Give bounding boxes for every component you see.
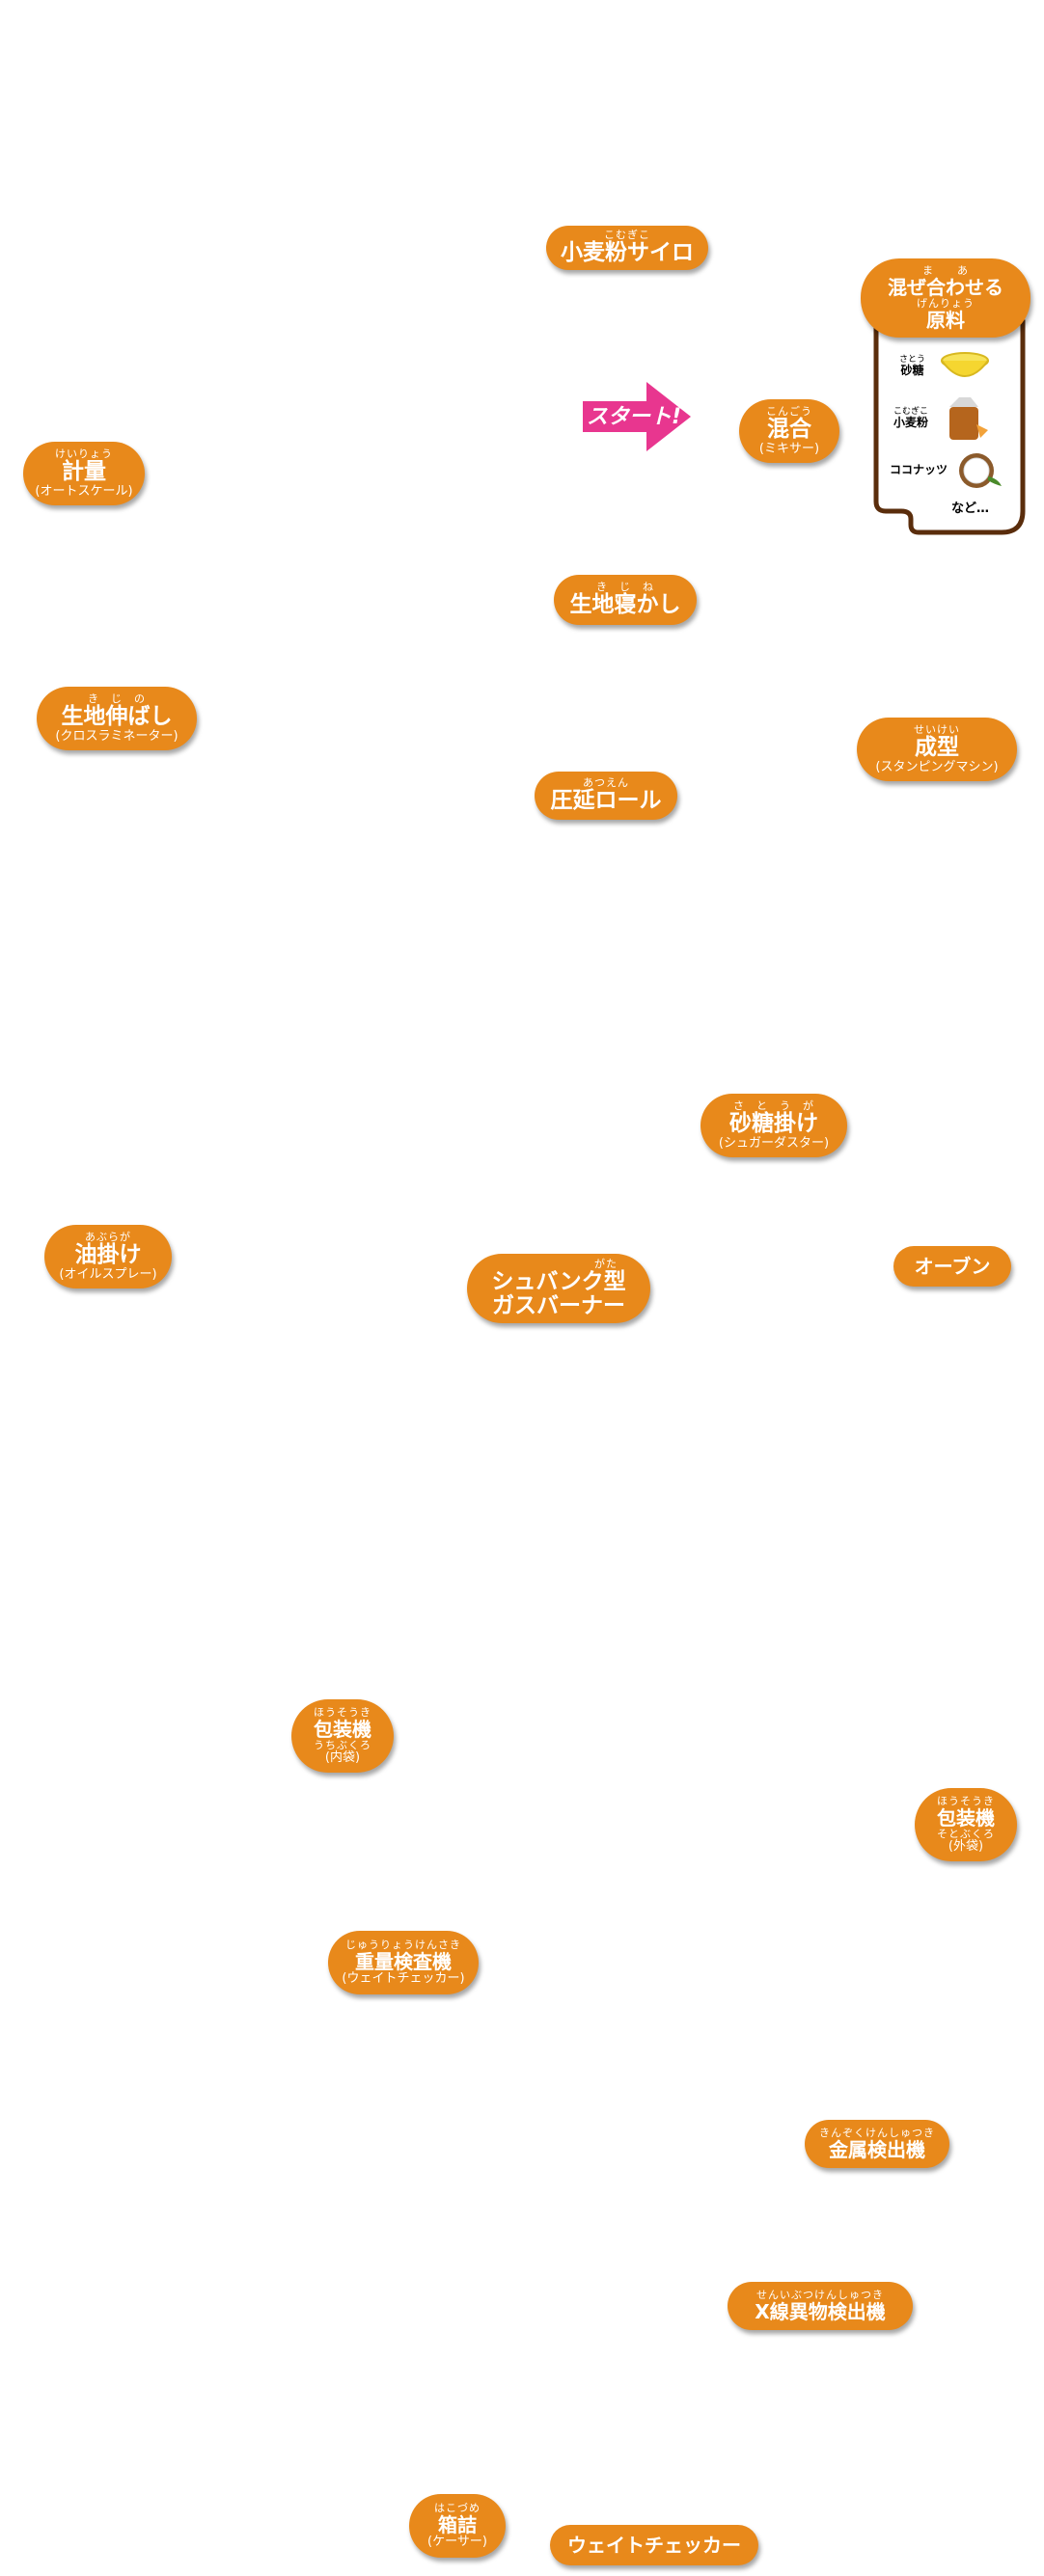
node-label: 砂糖掛け: [729, 1111, 818, 1137]
ingredient-name: 小麦粉: [893, 416, 929, 430]
node-label: 原料: [926, 309, 965, 333]
ingredient-name: ココナッツ: [890, 463, 948, 477]
node-ruby: き じ の: [88, 692, 146, 706]
node-ruby: あぶらが: [85, 1231, 131, 1244]
node-label: 小麦粉サイロ: [561, 240, 694, 266]
node-metal-detector[interactable]: きんぞくけんしゅつき 金属検出機: [805, 2120, 949, 2168]
node-ruby: はこづめ: [434, 2501, 481, 2514]
node-sub: (オイルスプレー): [59, 1266, 157, 1282]
node-ruby: ほうそうき: [314, 1705, 371, 1719]
node-ruby: げんりょう: [917, 297, 975, 310]
node-flour-silo[interactable]: こむぎこ 小麦粉サイロ: [546, 226, 708, 270]
node-ruby: こんごう: [766, 405, 812, 419]
node-label: 混合: [767, 417, 811, 443]
node-label: 箱詰: [438, 2512, 477, 2536]
node-label: 生地寝かし: [569, 592, 681, 618]
node-sheeting[interactable]: き じ の 生地伸ばし (クロスラミネーター): [37, 687, 197, 750]
node-label: 包装機: [937, 1805, 995, 1830]
sugar-bowl-icon: [941, 352, 990, 377]
ingredients-more: など…: [951, 502, 990, 516]
node-ruby: ほうそうき: [937, 1794, 995, 1807]
ingredient-ruby: さとう: [899, 354, 926, 365]
node-forming[interactable]: せいけい 成型 (スタンピングマシン): [857, 718, 1017, 781]
node-burner[interactable]: がた シュバンク型 ガスバーナー: [467, 1254, 650, 1323]
node-label: 油掛け: [74, 1242, 142, 1268]
node-oven[interactable]: オーブン: [893, 1246, 1011, 1287]
node-label: 金属検出機: [829, 2138, 925, 2162]
node-xray[interactable]: せんいぶつけんしゅつき X線異物検出機: [728, 2282, 913, 2330]
start-label: スタート!: [587, 405, 681, 429]
ingredient-name: 砂糖: [900, 364, 924, 378]
node-sugaring[interactable]: さ と う が 砂糖掛け (シュガーダスター): [701, 1094, 847, 1157]
node-outer-pack[interactable]: ほうそうき 包装機 そとぶくろ (外袋): [915, 1788, 1017, 1861]
node-sub: (クロスラミネーター): [55, 728, 179, 744]
node-inner-pack[interactable]: ほうそうき 包装機 うちぶくろ (内袋): [291, 1699, 394, 1773]
node-ruby: せんいぶつけんしゅつき: [756, 2288, 884, 2301]
node-ruby: じゅうりょうけんさき: [345, 1938, 461, 1951]
node-label: X線異物検出機: [755, 2300, 886, 2324]
node-sub: (シュガーダスター): [718, 1135, 830, 1151]
node-ruby: きんぞくけんしゅつき: [819, 2126, 935, 2139]
node-label: 成型: [915, 735, 959, 761]
node-ruby: そとぶくろ: [937, 1827, 995, 1840]
node-label: ウェイトチェッカー: [567, 2534, 741, 2557]
node-label: 混ぜ合わせる: [888, 276, 1003, 299]
node-ruby: あつえん: [583, 776, 629, 790]
node-label: 包装機: [314, 1717, 371, 1741]
node-mixing[interactable]: こんごう 混合 (ミキサー): [739, 399, 839, 463]
node-label: オーブン: [914, 1255, 991, 1278]
node-label: 重量検査機: [355, 1949, 452, 1973]
ingredient-ruby: こむぎこ: [893, 406, 929, 417]
node-weight-checker[interactable]: ウェイトチェッカー: [550, 2525, 758, 2565]
node-sub: (ケーサー): [427, 2534, 487, 2549]
node-ruby: うちぶくろ: [314, 1738, 371, 1751]
node-resting[interactable]: き じ ね 生地寝かし: [554, 575, 697, 625]
node-label: ガスバーナー: [492, 1293, 625, 1319]
node-casing[interactable]: はこづめ 箱詰 (ケーサー): [409, 2494, 506, 2558]
node-sub: (オートスケール): [35, 483, 133, 499]
node-oiling[interactable]: あぶらが 油掛け (オイルスプレー): [44, 1225, 172, 1288]
node-ruby: がた: [594, 1257, 618, 1270]
coconut-icon: [959, 453, 1003, 488]
node-sub: (外袋): [948, 1838, 984, 1854]
node-rolling[interactable]: あつえん 圧延ロール: [535, 772, 677, 820]
node-materials[interactable]: ま あ 混ぜ合わせる げんりょう 原料: [861, 258, 1030, 338]
node-sub: (スタンピングマシン): [875, 759, 999, 774]
node-sub: (ウェイトチェッカー): [342, 1970, 465, 1986]
node-ruby: せいけい: [914, 723, 960, 737]
node-weight-check[interactable]: じゅうりょうけんさき 重量検査機 (ウェイトチェッカー): [328, 1931, 479, 1994]
node-label: 生地伸ばし: [61, 704, 173, 730]
ingredient-sugar: さとう砂糖: [899, 349, 991, 384]
node-ruby: さ と う が: [733, 1099, 814, 1113]
ingredient-coconut: ココナッツ: [890, 449, 1003, 492]
ingredient-flour: こむぎこ小麦粉: [893, 395, 990, 442]
node-sub: (ミキサー): [758, 441, 820, 456]
node-label: シュバンク型: [491, 1268, 626, 1294]
node-sub: (内袋): [324, 1749, 361, 1765]
node-label: 計量: [62, 459, 106, 485]
flour-bag-icon: [949, 397, 989, 440]
node-ruby: ま あ: [922, 263, 969, 277]
node-ruby: き じ ね: [596, 581, 654, 594]
node-weighing[interactable]: けいりょう 計量 (オートスケール): [23, 442, 145, 505]
node-ruby: こむぎこ: [604, 229, 650, 242]
node-ruby: けいりょう: [55, 447, 113, 461]
node-label: 圧延ロール: [550, 788, 662, 814]
start-arrow: スタート!: [583, 382, 691, 451]
